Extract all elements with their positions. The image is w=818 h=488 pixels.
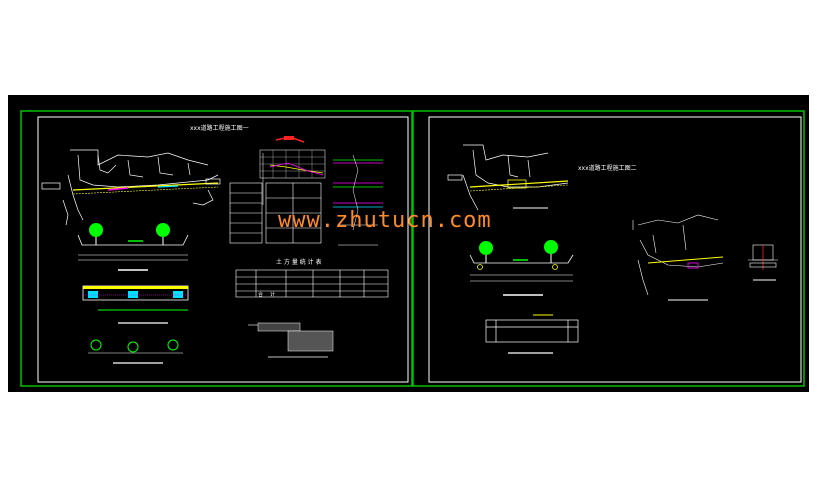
table-total-cell-2: 计 — [270, 291, 275, 298]
pavement-band — [82, 285, 189, 324]
profile-strips — [333, 154, 383, 246]
tree-icon — [156, 223, 170, 237]
cross-section-left — [77, 223, 189, 271]
wall-detail — [248, 322, 334, 358]
tree-icon — [479, 241, 493, 255]
right-edge-detail — [748, 244, 778, 281]
sheet-left-frame — [20, 110, 413, 387]
sheet-left-title: xxx道路工程施工图一 — [190, 124, 249, 132]
box-detail — [485, 314, 579, 354]
sheet-right-border — [428, 116, 802, 383]
earthwork-table-title: 土 方 量 统 计 表 — [276, 258, 322, 266]
cross-section-right — [469, 240, 574, 296]
site-watermark: www.zhutucn.com — [278, 208, 492, 233]
table-total-cell-1: 合 — [258, 291, 263, 298]
detail-symbols — [88, 339, 183, 364]
plan-view-left — [41, 149, 221, 226]
sheet-right-title: xxx道路工程施工图二 — [578, 164, 637, 172]
plan-view-right-small — [632, 214, 724, 301]
tree-icon — [544, 240, 558, 254]
sheet-left-border — [37, 116, 409, 383]
sheet-right-frame — [412, 110, 805, 387]
quantity-table-small — [229, 182, 322, 244]
cad-drawing: xxx道路工程施工图一 — [20, 110, 805, 387]
earthwork-table — [235, 269, 389, 298]
tree-icon — [89, 223, 103, 237]
cad-drawing-canvas: xxx道路工程施工图一 — [8, 95, 809, 392]
plan-view-right — [447, 144, 569, 211]
profile-grid — [259, 136, 326, 205]
